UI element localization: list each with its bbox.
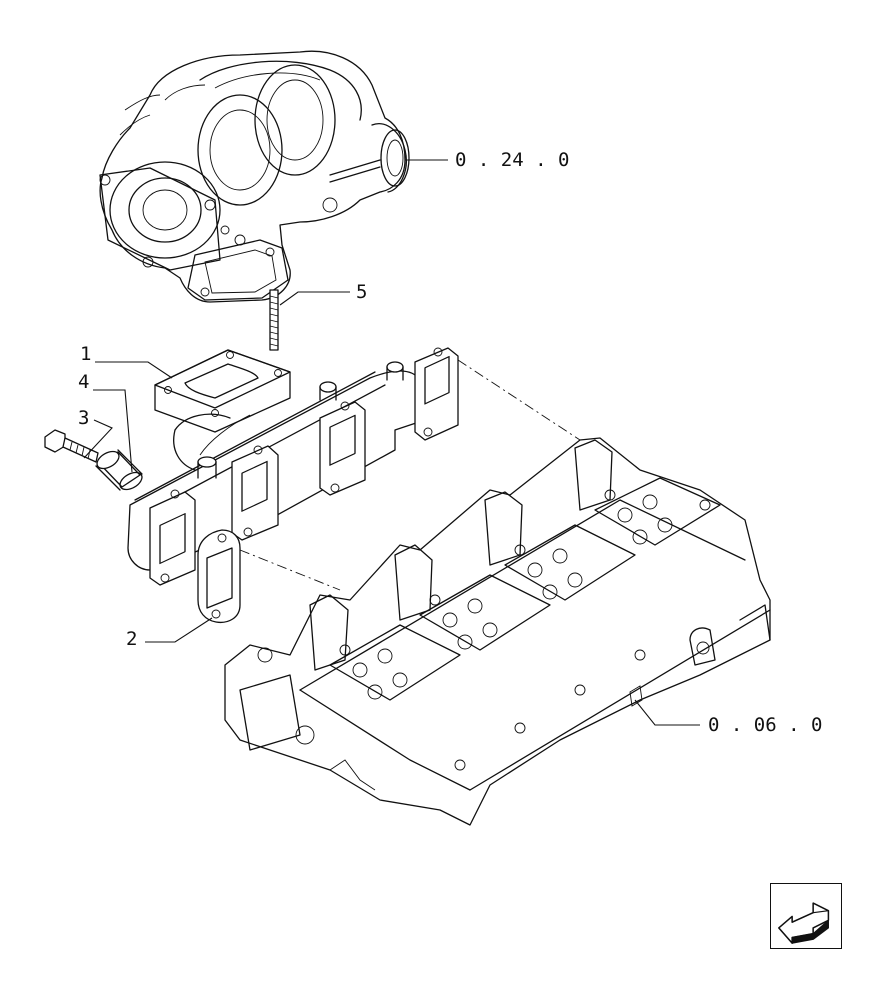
turbocharger-illustration [99, 50, 410, 303]
callout-1: 1 [80, 343, 91, 365]
callout-4: 4 [78, 371, 89, 393]
leader-2 [145, 617, 213, 643]
cylinder-1-valves [329, 624, 461, 701]
arrow-back-icon [778, 902, 830, 944]
turbo-gasket-part-1 [154, 349, 291, 433]
manifold-port-3 [319, 401, 366, 496]
stud-part-5 [269, 289, 279, 351]
cylinder-2-valves [419, 574, 551, 651]
turbocharger-ref-label: 0 . 24 . 0 [455, 149, 569, 171]
callout-5: 5 [356, 281, 367, 303]
port-gasket-part-2 [197, 529, 241, 624]
leader-1 [95, 361, 173, 379]
head-ref-leader [634, 699, 700, 726]
leader-5 [279, 291, 350, 306]
back-navigation-button[interactable] [770, 883, 842, 949]
leader-4 [93, 389, 133, 473]
manifold-port-2 [231, 445, 279, 541]
leader-3 [83, 419, 113, 459]
callout-2: 2 [126, 628, 137, 650]
exhaust-manifold [127, 347, 459, 586]
manifold-port-4 [414, 347, 459, 441]
alignment-line-upper [457, 359, 581, 441]
cylinder-3-valves [504, 524, 636, 601]
alignment-line-lower [239, 549, 341, 591]
cylinder-head-illustration [224, 437, 771, 826]
cylinder-4-valves [594, 477, 721, 546]
cylinder-head-ref-label: 0 . 06 . 0 [708, 714, 822, 736]
bolt-part-3 [44, 429, 99, 463]
spacer-sleeve-part-4 [95, 449, 143, 491]
manifold-port-1 [149, 489, 196, 586]
callout-3: 3 [78, 407, 89, 429]
